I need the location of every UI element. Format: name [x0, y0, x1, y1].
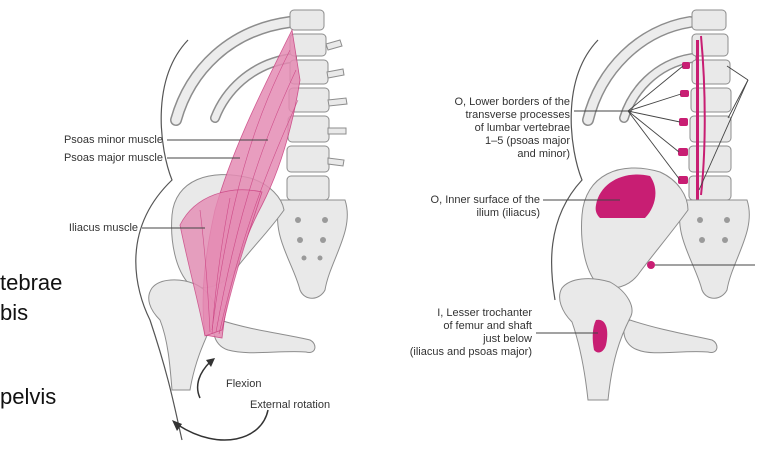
left-pubis [213, 319, 316, 354]
femur-insertion-attachment [592, 319, 608, 353]
slide-text-line-3: pelvis [0, 384, 57, 409]
label-external-rotation: External rotation [250, 399, 331, 411]
flexion-arrow [196, 361, 211, 399]
label-insertion: I, Lesser trochanter of femur and shaft … [409, 307, 532, 358]
label-origin-ilium: O, Inner surface of the ilium (iliacus) [430, 194, 540, 219]
left-anatomy [135, 9, 348, 441]
ilium-origin-attachment [595, 174, 656, 218]
right-anatomy [536, 9, 755, 401]
external-rotation-arrow [177, 409, 269, 441]
slide-text-line-1: tebrae [0, 270, 63, 295]
label-psoas-major: Psoas major muscle [63, 152, 163, 164]
lumbar-origin-attachments [678, 35, 706, 200]
label-iliacus: Iliacus muscle [68, 222, 138, 234]
left-iliacus [179, 189, 263, 337]
slide-text-line-2: bis [0, 300, 29, 325]
label-flexion: Flexion [226, 378, 262, 390]
left-body-outline [135, 39, 189, 441]
label-psoas-minor: Psoas minor muscle [63, 134, 163, 146]
label-origin-lumbar: O, Lower borders of the transverse proce… [454, 96, 570, 160]
left-vertebral-column [286, 9, 348, 201]
left-sacrum [277, 199, 348, 299]
